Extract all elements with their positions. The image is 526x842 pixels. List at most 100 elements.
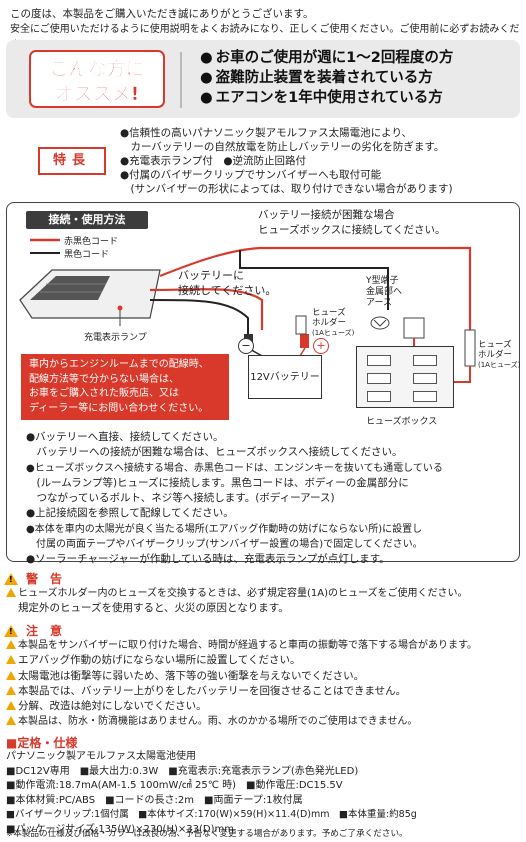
caution-small-icon [6, 640, 16, 649]
battery-note-line: バッテリーに [178, 269, 244, 282]
recommend-list: お車のご使用が週に1〜2回程度の方 盗難防止装置を装着されている方 エアコンを1… [200, 48, 454, 108]
instruction-line: ●バッテリーへ直接、接続してください。 [26, 431, 224, 443]
fuse-holder-label-line: ホルダー [312, 318, 347, 328]
spec-line: ■本体材質:PC/ABS ■コードの長さ:2m ■両面テープ:1枚付属 [6, 794, 303, 806]
fuse-holder-label-line: ヒューズ [478, 340, 512, 350]
legend-black-label: 黒色コード [64, 250, 110, 260]
instruction-line: ●ヒューズボックスへ接続する場合、赤黒色コードは、エンジンキーを抜いても通電して… [26, 462, 443, 474]
connection-title: 接続・使用方法 [26, 211, 148, 229]
warning-icon: ! [4, 572, 18, 585]
fuse-holder-label-left: ヒューズ ホルダー (1Aヒューズ) [312, 308, 354, 338]
warning-header: ! 警 告 [4, 570, 62, 587]
specs-footnote: ※本製品の仕様及び価格・カラーは改良の為、予告なく変更する場合があります。予めご… [6, 829, 408, 839]
caution-icon: ! [4, 624, 18, 637]
caution-line-text: 本製品では、バッテリー上がりをしたバッテリーを回復させることはできません。 [18, 684, 407, 697]
fuse-holder-label-line: (1Aヒューズ) [478, 361, 521, 369]
solar-panel [19, 269, 161, 319]
warning-line-text: ヒューズホルダー内のヒューズを交換するときは、必ず規定容量(1A)のヒューズをご… [18, 588, 468, 599]
features-text: ●信頼性の高いパナソニック製アモルファス太陽電池により、 カーバッテリーの自然放… [120, 126, 520, 196]
caution-title: 注 意 [26, 624, 63, 638]
fuse-box [356, 346, 454, 408]
fuse-holder-label-right: ヒューズ ホルダー (1Aヒューズ) [478, 340, 520, 370]
caution-line: 本製品は、防水・防滴機能はありません。雨、水のかかる場所でのご使用はできません。 [6, 714, 522, 729]
dealer-note-line: お車をご購入された販売店、又は [29, 388, 179, 399]
instruction-line: バッテリーへの接続が困難な場合は、ヒューズボックスへ接続してください。 [26, 446, 403, 459]
caution-line: 分解、改造は絶対にしないでください。 [6, 699, 522, 714]
badge-line-2: オススメ! [55, 83, 140, 105]
caution-line: 本製品をサンバイザーに取り付けた場合、時間が経過すると車両の振動等で落下する場合… [6, 638, 522, 653]
instruction-line: ●上記接続図を参照して配線してください。 [26, 507, 234, 520]
caution-line: 太陽電池は衝撃等に弱いため、落下等の強い衝撃を与えないでください。 [6, 669, 522, 684]
feature-line: ●充電表示ランプ付 ●逆流防止回路付 [120, 155, 307, 167]
spec-line: ■DC12V専用 ■最大出力:0.3W ■充電表示:充電表示ランプ(赤色発光LE… [6, 765, 359, 777]
connection-panel [6, 202, 520, 562]
dealer-note-line: ディーラー等にお問い合わせください。 [29, 402, 209, 414]
instruction-line: 付属の両面テープやバイザークリップ(サンバイザー設置の場合)で固定してください。 [26, 539, 423, 551]
y-terminal-label-line: Y型端子 [366, 276, 399, 286]
minus-terminal-icon: − [238, 338, 254, 354]
feature-line: ●信頼性の高いパナソニック製アモルファス太陽電池により、 [120, 127, 413, 139]
caution-small-icon [6, 701, 16, 711]
warning-title: 警 告 [26, 572, 63, 586]
y-terminal-label: Y型端子 金属部へ アース [366, 276, 402, 309]
caution-line-text: 本製品をサンバイザーに取り付けた場合、時間が経過すると車両の振動等で落下する場合… [18, 640, 477, 651]
specs-title: 定格・仕様 [6, 734, 77, 751]
caution-line: エアバッグ作動の妨げにならない場所に設置してください。 [6, 653, 522, 668]
fuse-box-note-line: ヒューズボックスに接続してください。 [258, 224, 446, 236]
warning-line: 規定外のヒューズを使用すると、火災の原因となります。 [18, 602, 289, 615]
caution-line: 本製品では、バッテリー上がりをしたバッテリーを回復させることはできません。 [6, 684, 522, 699]
caution-header: ! 注 意 [4, 622, 62, 639]
caution-small-icon [6, 716, 16, 726]
specs-list: パナソニック製アモルファス太陽電池使用 ■DC12V専用 ■最大出力:0.3W … [6, 750, 522, 838]
caution-small-icon [6, 655, 16, 665]
feature-line: (サンバイザーの形状によっては、取り付けできない場合があります) [120, 183, 453, 195]
instruction-line: ●本体を車内の太陽光が良く当たる場所(エアバッグ作動時の妨げにならない所)に設置… [26, 523, 423, 535]
instruction-line: つながっているボルト、ネジ等へ接続します。(ボディーアース) [26, 492, 335, 505]
caution-text: 本製品をサンバイザーに取り付けた場合、時間が経過すると車両の振動等で落下する場合… [6, 638, 522, 730]
recommend-badge: こんな方に オススメ! [28, 49, 166, 109]
fuse-holder-label-line: ヒューズ [312, 308, 346, 318]
fuse-box-label: ヒューズボックス [366, 417, 438, 427]
legend-red-label: 赤黒色コード [64, 237, 119, 247]
fuse-holder-label-line: ホルダー [478, 350, 513, 360]
recommend-divider [180, 52, 182, 108]
caution-line-text: 本製品は、防水・防滴機能はありません。雨、水のかかる場所でのご使用はできません。 [18, 716, 418, 728]
spec-line: パナソニック製アモルファス太陽電池使用 [6, 751, 196, 762]
warning-text: ヒューズホルダー内のヒューズを交換するときは、必ず規定容量(1A)のヒューズをご… [6, 586, 522, 617]
plus-terminal-icon: + [313, 338, 329, 354]
battery-note-line: 接続してください。 [178, 284, 277, 297]
recommend-item: お車のご使用が週に1〜2回程度の方 [200, 48, 454, 68]
recommend-item: エアコンを1年中使用されている方 [200, 88, 453, 108]
dealer-note-line: 配線方法等で分からない場合は、 [29, 373, 179, 385]
feature-line: カーバッテリーの自然放電を防止しバッテリーの劣化を防ぎます。 [120, 141, 445, 153]
fuse-box-note-line: バッテリー接続が困難な場合 [258, 209, 395, 221]
y-terminal-label-line: アース [366, 298, 393, 308]
spec-line: ■動作電流:18.7mA(AM-1.5 100mW/㎠ 25℃ 時) ■動作電圧… [6, 780, 343, 792]
spec-line: ■パッケージサイズ:135(W)×230(H)×33(D)mm [6, 823, 234, 835]
y-terminal-icon [370, 316, 390, 330]
instruction-line: (ルームランプ等)ヒューズに接続します。黒色コードは、ボディーの金属部分に [26, 476, 409, 489]
caution-line-text: エアバッグ作動の妨げにならない場所に設置してください。 [18, 654, 301, 667]
intro-line: この度は、本製品をご購入いただき誠にありがとうございます。 [10, 8, 314, 20]
y-terminal-label-line: 金属部へ [366, 287, 403, 297]
fuse-box-note: バッテリー接続が困難な場合 ヒューズボックスに接続してください。 [258, 208, 446, 238]
dealer-note: 車内からエンジンルームまでの配線時、 配線方法等で分からない場合は、 お車をご購… [21, 354, 229, 420]
recommend-badge-graphic: こんな方に オススメ! [29, 50, 165, 108]
fuse-holder-label-line: (1Aヒューズ) [312, 329, 355, 337]
feature-line: ●付属のバイザークリップでサンバイザーへも取付可能 [120, 169, 382, 181]
caution-small-icon [6, 685, 16, 695]
fuse-holder-battery [295, 315, 307, 335]
warning-line: ヒューズホルダー内のヒューズを交換するときは、必ず規定容量(1A)のヒューズをご… [6, 586, 522, 601]
battery-note: バッテリーに 接続してください。 [178, 268, 276, 298]
warning-small-icon [6, 588, 16, 597]
features-label: 特長 [38, 147, 106, 175]
caution-line-text: 分解、改造は絶対にしないでください。 [18, 700, 207, 713]
caution-line-text: 太陽電池は衝撃等に弱いため、落下等の強い衝撃を与えないでください。 [18, 669, 365, 682]
spec-line: ■バイザークリップ:1個付属 ■本体サイズ:170(W)×59(H)×11.4(… [6, 809, 417, 821]
recommend-item: 盗難防止装置を装着されている方 [200, 68, 453, 88]
charge-lamp-label: 充電表示ランプ [84, 333, 147, 343]
instruction-line: ●ソーラーチャージャーが作動している時は、充電表示ランプが点灯します。 [26, 553, 390, 566]
dealer-note-line: 車内からエンジンルームまでの配線時、 [29, 359, 209, 370]
caution-small-icon [6, 670, 16, 680]
